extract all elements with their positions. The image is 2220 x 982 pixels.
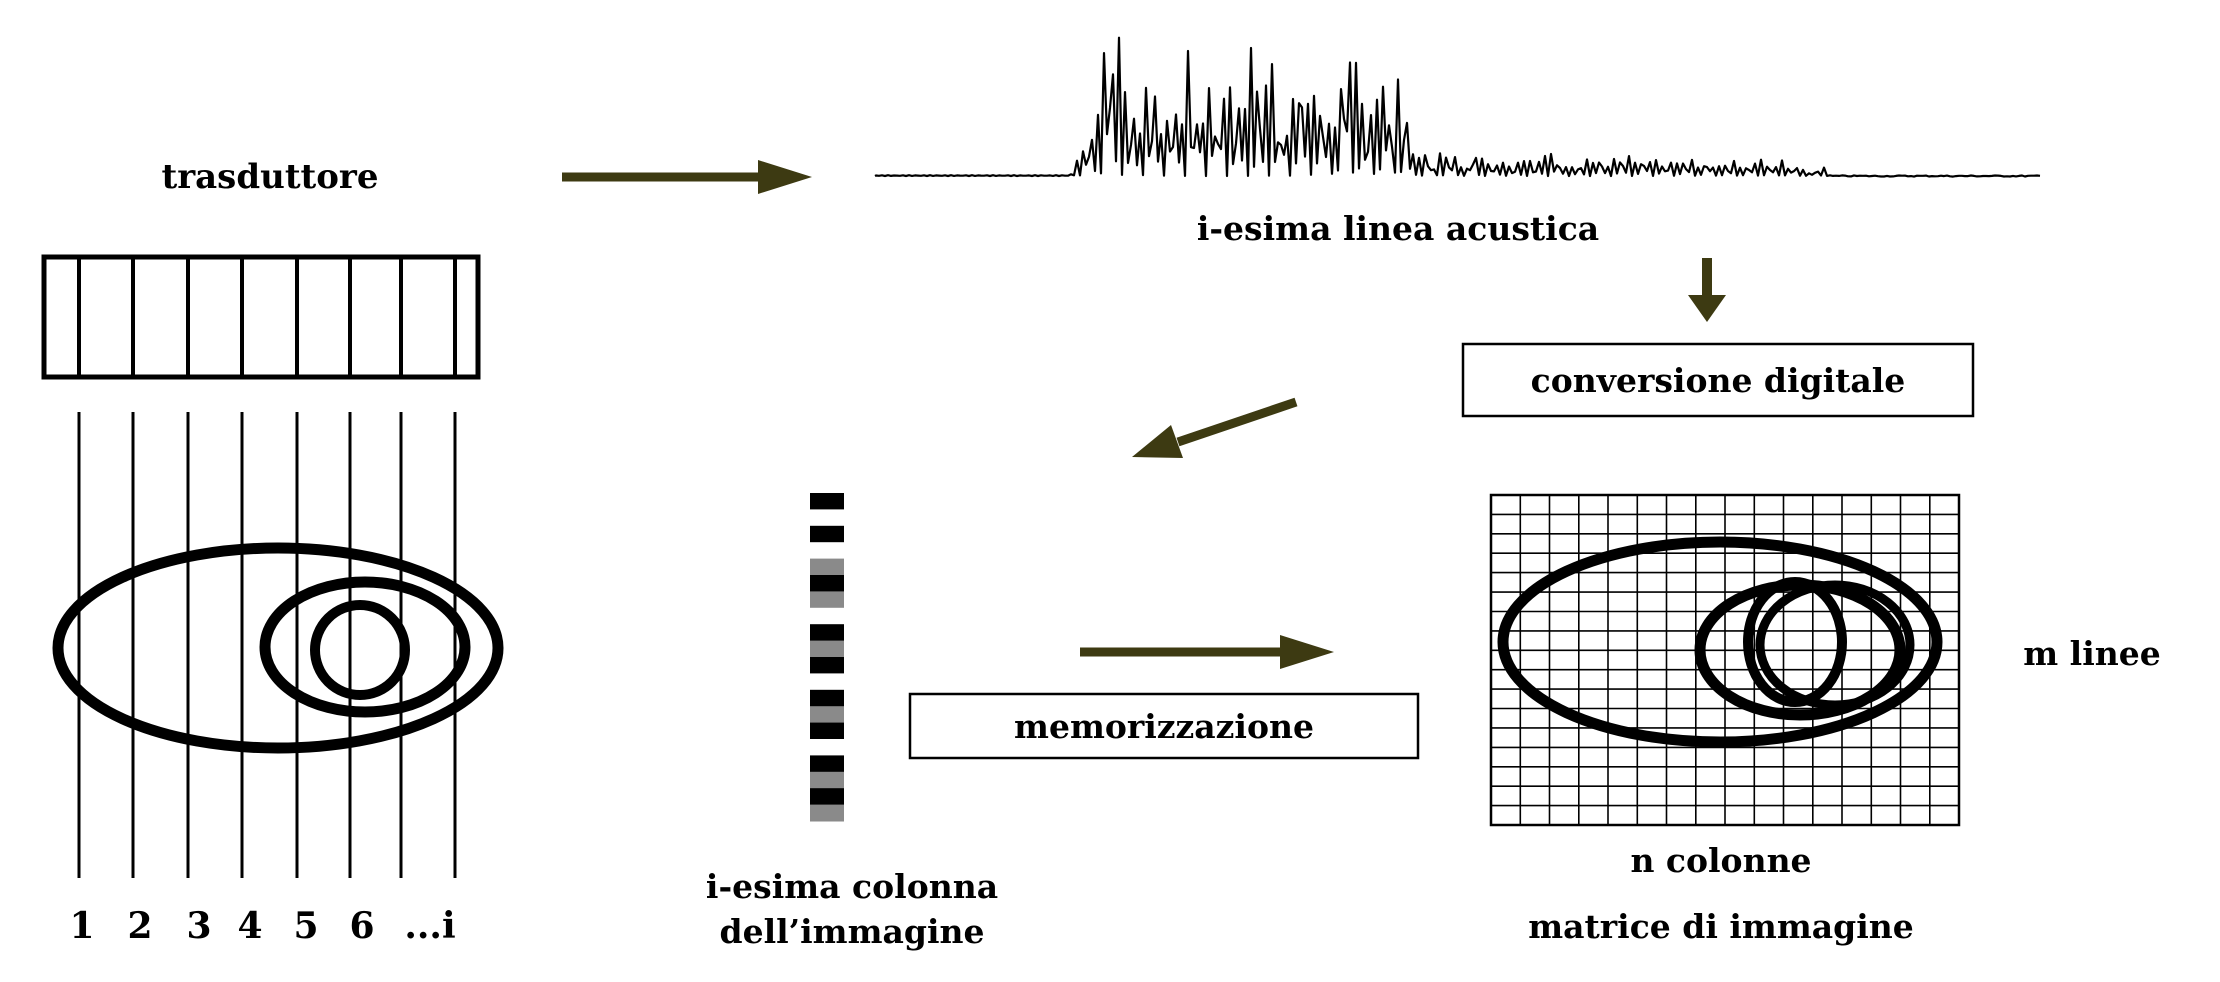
image-column-stripe <box>810 624 844 642</box>
matrix-grid <box>1489 493 1961 827</box>
scan-line-number: 2 <box>127 905 152 947</box>
image-column-stripe <box>810 509 844 527</box>
scan-line-number: ...i <box>404 905 455 947</box>
image-column-stripe <box>810 755 844 773</box>
storage-box: memorizzazione <box>908 692 1420 760</box>
acoustic-line-label: i-esima linea acustica <box>1197 209 1599 248</box>
scan-line-number: 3 <box>186 905 211 947</box>
image-column-stripe <box>810 771 844 789</box>
scan-line-number: 4 <box>237 905 262 947</box>
arrow-down-left-icon <box>1132 397 1298 458</box>
image-column-stripe <box>810 706 844 724</box>
storage-label: memorizzazione <box>1014 707 1314 746</box>
scan-line-number: 6 <box>349 905 374 947</box>
image-column-label-line2: dell’immagine <box>720 912 985 951</box>
image-column-stripe <box>810 739 844 756</box>
image-column-strip <box>810 493 844 822</box>
acoustic-line-signal <box>874 36 2041 178</box>
transducer-label: trasduttore <box>162 157 379 197</box>
image-column-stripe <box>810 575 844 592</box>
transducer-array <box>41 254 481 380</box>
image-column-stripe <box>810 804 844 822</box>
digital-conversion-label: conversione digitale <box>1531 361 1906 400</box>
scan-lines <box>77 412 457 878</box>
m-lines-label: m linee <box>2023 634 2160 673</box>
inner-ellipse <box>259 576 471 718</box>
image-column-stripe <box>810 673 844 691</box>
scan-line-number: 1 <box>69 905 94 947</box>
scan-line-number: 5 <box>293 905 318 947</box>
image-column-stripe <box>810 542 844 560</box>
tissue-phantom <box>52 542 504 754</box>
n-columns-label: n colonne <box>1630 841 1811 880</box>
image-column-stripe <box>810 607 844 625</box>
matrix-small-ellipse <box>1755 580 1915 710</box>
matrix-inner-circle <box>1743 577 1847 707</box>
image-matrix <box>1489 493 1961 827</box>
matrix-outer-ellipse <box>1497 536 1943 748</box>
image-column-stripe <box>810 788 844 806</box>
inner-circle <box>310 600 410 700</box>
image-column-stripe <box>810 657 844 674</box>
arrow-right-icon <box>562 160 812 194</box>
image-column-stripe <box>810 689 844 707</box>
transducer-elements <box>77 257 457 377</box>
image-column-label-line1: i-esima colonna <box>706 867 998 906</box>
image-column-stripe <box>810 722 844 740</box>
image-column-stripe <box>810 640 844 658</box>
image-column-stripe <box>810 558 844 576</box>
image-column-stripe <box>810 591 844 609</box>
image-column-stripe <box>810 493 844 510</box>
image-column-stripe <box>810 525 844 543</box>
arrow-right-icon <box>1080 635 1334 669</box>
digital-conversion-box: conversione digitale <box>1461 342 1975 418</box>
outer-ellipse <box>52 542 504 754</box>
arrow-down-icon <box>1688 258 1726 322</box>
image-matrix-label: matrice di immagine <box>1528 907 1914 946</box>
